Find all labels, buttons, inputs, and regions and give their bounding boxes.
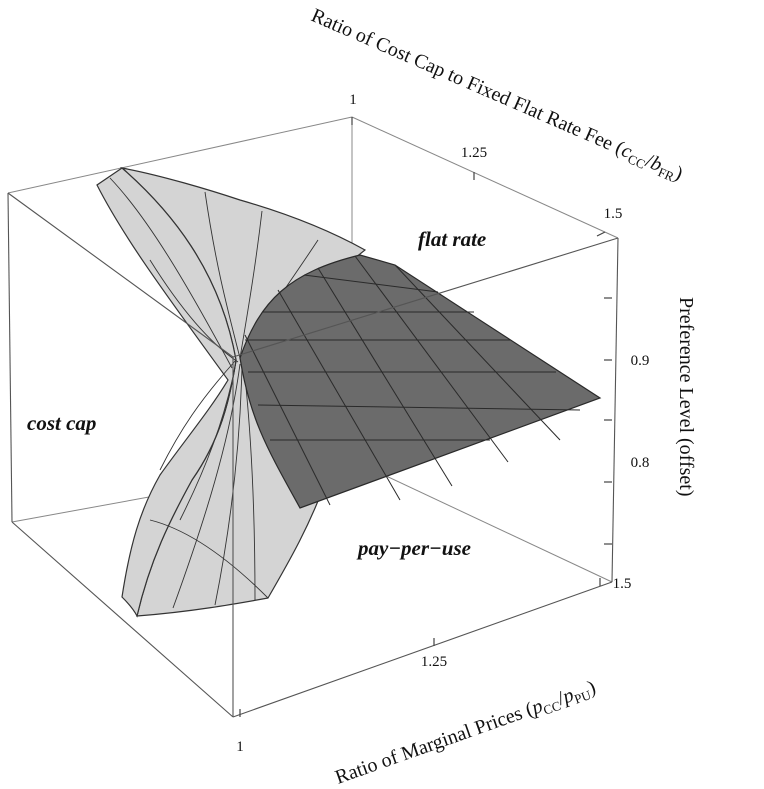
x-axis-title-sub2: PU — [572, 687, 593, 707]
y-tick-1: 1 — [349, 92, 357, 108]
grid-line — [354, 255, 509, 463]
x-tick-1-5: 1.5 — [613, 576, 632, 592]
y-axis-title-sub1: CC — [626, 151, 648, 172]
grid-line — [244, 334, 331, 506]
box-edge — [232, 237, 619, 358]
grid-line — [159, 359, 237, 471]
region-label-flat-rate: flat rate — [418, 227, 486, 251]
grid-line — [179, 361, 237, 521]
bounding-box-front — [7, 192, 619, 718]
y-axis-title: Ratio of Cost Cap to Fixed Flat Rate Fee… — [307, 4, 686, 187]
flat-rate-grid — [244, 255, 581, 506]
grid-line — [109, 177, 233, 369]
grid-line — [149, 259, 239, 363]
flat-rate-surface-face — [239, 254, 602, 509]
region-label-pay-per-use: pay−per−use — [356, 536, 471, 560]
y-axis-title-sub2: FR — [656, 164, 677, 184]
tick-marks — [239, 117, 612, 717]
box-edge — [7, 192, 13, 523]
grid-line — [149, 519, 269, 599]
x-tick-1-25: 1.25 — [421, 654, 447, 670]
box-edge — [7, 116, 353, 194]
y-tick-1-5: 1.5 — [604, 206, 623, 222]
box-edge — [232, 581, 613, 718]
box-edge — [351, 116, 619, 239]
x-axis-title: Ratio of Marginal Prices (pCC/pPU) — [332, 676, 599, 789]
x-tick-1: 1 — [236, 739, 244, 755]
y-axis-title-main: Ratio of Cost Cap to Fixed Flat Rate Fee… — [308, 4, 627, 159]
grid-line — [243, 367, 256, 601]
x-axis-title-main: Ratio of Marginal Prices ( — [332, 698, 536, 788]
box-edge — [7, 192, 234, 358]
z-tick-0-9: 0.9 — [631, 353, 650, 369]
grid-line — [204, 191, 241, 359]
box-edge — [11, 521, 234, 718]
grid-line — [303, 274, 439, 293]
grid-line — [257, 404, 581, 411]
grid-line — [239, 210, 263, 359]
x-axis-title-sub1: CC — [541, 698, 562, 718]
flat-rate-surface — [239, 254, 602, 509]
z-axis-title: Preference Level (offset) — [675, 297, 697, 497]
z-tick-0-8: 0.8 — [631, 455, 650, 471]
grid-line — [317, 267, 453, 487]
grid-line — [277, 289, 401, 501]
cost-cap-surface-front — [96, 167, 237, 618]
y-tick-1-25: 1.25 — [461, 145, 487, 161]
tick-mark — [596, 231, 606, 237]
grid-line — [394, 264, 561, 441]
box-edge — [351, 459, 613, 583]
region-label-cost-cap: cost cap — [27, 411, 96, 435]
box-edge — [611, 237, 619, 583]
grid-line — [172, 363, 241, 609]
